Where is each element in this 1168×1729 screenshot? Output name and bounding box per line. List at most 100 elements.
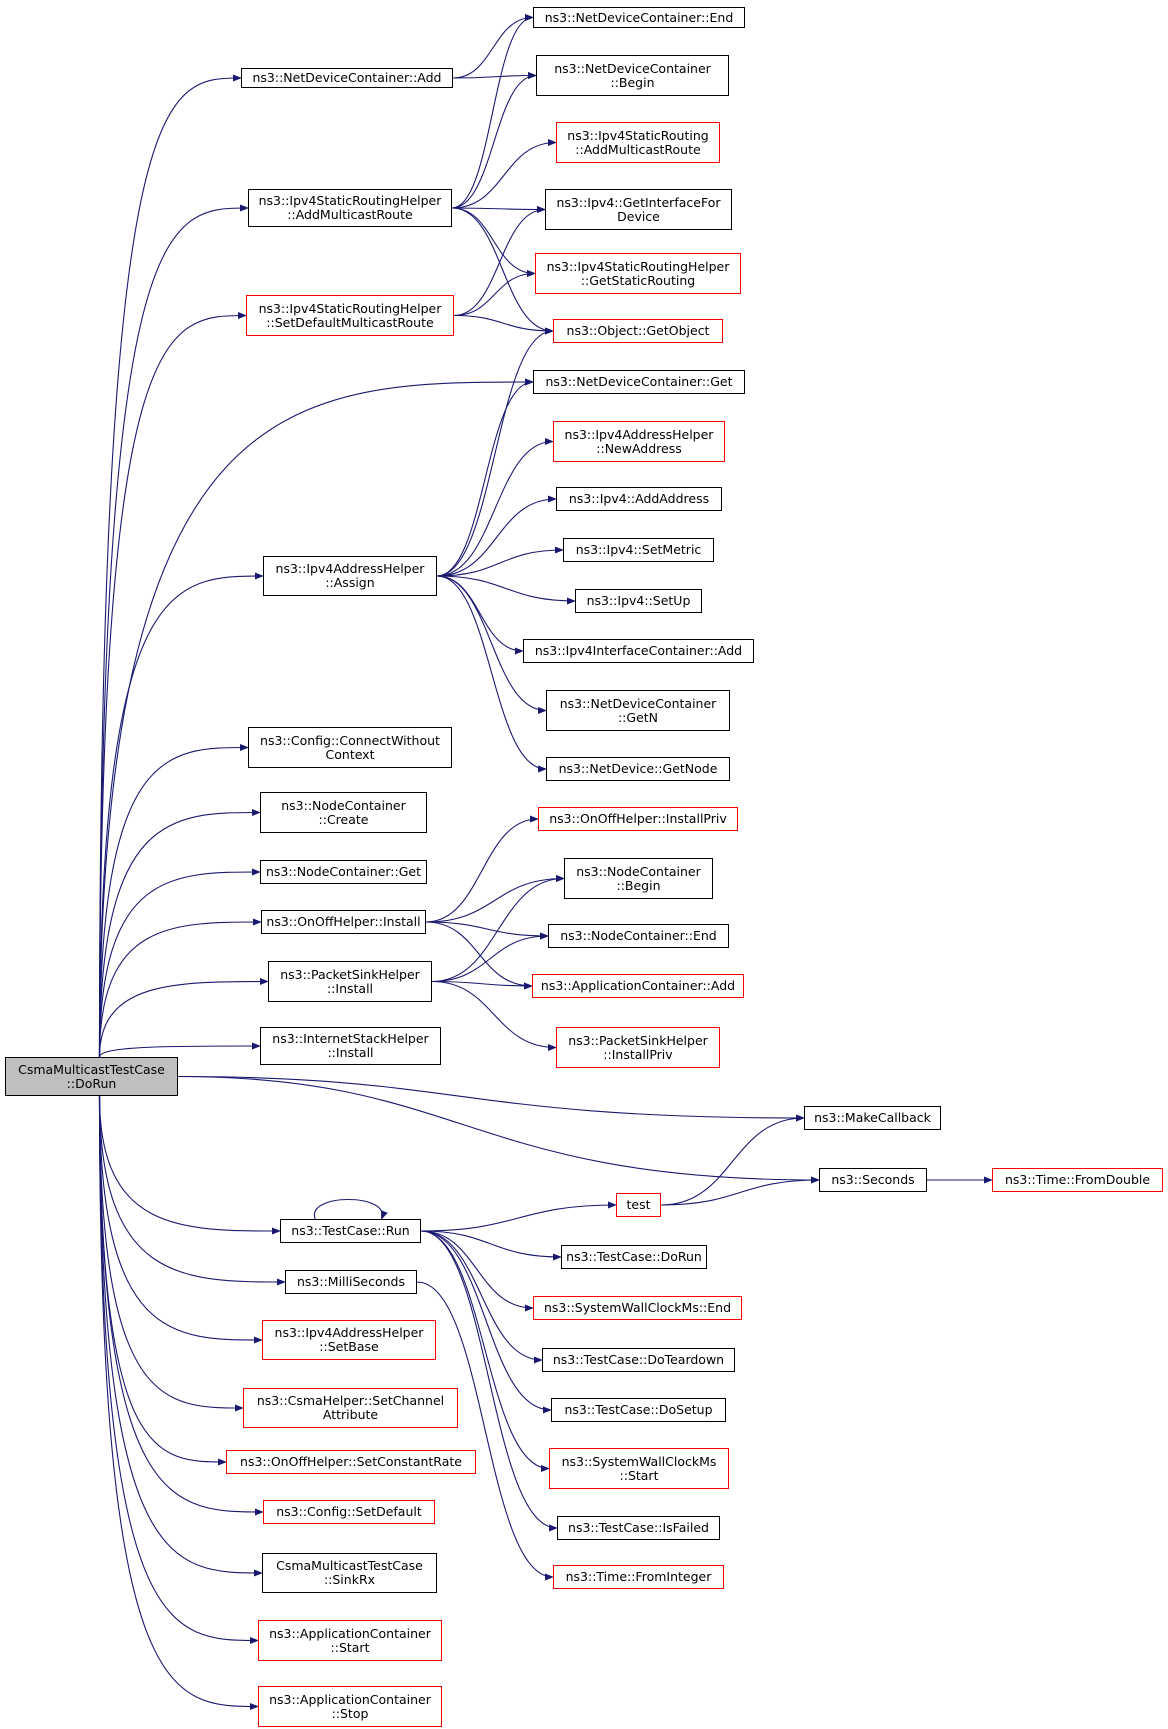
- node-label-line: ns3::Ipv4::GetInterfaceFor: [556, 194, 721, 210]
- node-label-line: ns3::NetDeviceContainer: [554, 60, 711, 76]
- node-label-line: ns3::ApplicationContainer: [269, 1691, 431, 1707]
- node-isrh-sdmr[interactable]: ns3::Ipv4StaticRoutingHelper::SetDefault…: [246, 295, 454, 336]
- node-label-line: Attribute: [322, 1407, 379, 1422]
- node-ndc-end[interactable]: ns3::NetDeviceContainer::End: [533, 7, 745, 28]
- node-label-line: ns3::TestCase::Run: [291, 1223, 410, 1238]
- node-label-line: ns3::Ipv4AddressHelper: [274, 1325, 424, 1340]
- node-isrh-gsr[interactable]: ns3::Ipv4StaticRoutingHelper::GetStaticR…: [535, 253, 741, 294]
- node-isrh-amr[interactable]: ns3::Ipv4StaticRoutingHelper::AddMultica…: [248, 189, 452, 227]
- node-ndc-add[interactable]: ns3::NetDeviceContainer::Add: [241, 68, 453, 88]
- node-tc-dorun[interactable]: ns3::TestCase::DoRun: [561, 1245, 707, 1269]
- node-label-line: ns3::OnOffHelper::SetConstantRate: [240, 1454, 462, 1469]
- node-iah-assign[interactable]: ns3::Ipv4AddressHelper::Assign: [263, 556, 437, 596]
- node-label-line: ns3::MakeCallback: [814, 1110, 931, 1125]
- node-nc-end[interactable]: ns3::NodeContainer::End: [548, 924, 729, 948]
- node-iah-sb[interactable]: ns3::Ipv4AddressHelper::SetBase: [262, 1320, 436, 1360]
- node-obj-go[interactable]: ns3::Object::GetObject: [553, 319, 723, 343]
- node-label-line: ns3::NodeContainer::Get: [266, 864, 421, 879]
- node-cfg-sd[interactable]: ns3::Config::SetDefault: [263, 1500, 435, 1524]
- node-ac-start[interactable]: ns3::ApplicationContainer::Start: [258, 1620, 442, 1661]
- edge-ms-to-time-fi: [416, 1281, 554, 1581]
- edge-root-to-ooh-install: [98, 918, 262, 1058]
- node-label-line: ns3::CsmaHelper::SetChannel: [256, 1393, 445, 1408]
- edge-iah-assign-to-ipv4-su: [436, 575, 576, 605]
- node-label-line: ns3::PacketSinkHelper: [568, 1032, 708, 1048]
- node-label-line: ::Create: [318, 811, 369, 827]
- node-iic-add[interactable]: ns3::Ipv4InterfaceContainer::Add: [523, 639, 754, 663]
- node-tc-run[interactable]: ns3::TestCase::Run: [280, 1219, 421, 1243]
- node-time-fi[interactable]: ns3::Time::FromInteger: [553, 1565, 724, 1589]
- node-label-line: ns3::MilliSeconds: [296, 1274, 405, 1289]
- edge-root-to-ndc-get: [98, 378, 534, 1058]
- node-swc-end[interactable]: ns3::SystemWallClockMs::End: [533, 1296, 742, 1320]
- node-label-line: ns3::ApplicationContainer::Add: [540, 978, 736, 993]
- node-ipv4-aa[interactable]: ns3::Ipv4::AddAddress: [556, 487, 722, 511]
- edge-root-to-csma-sca: [98, 1095, 244, 1412]
- node-label-line: ::SinkRx: [323, 1572, 376, 1587]
- edge-root-to-cfg-cwc: [98, 743, 249, 1058]
- edge-tc-run-to-swc-end: [420, 1230, 534, 1312]
- node-ooh-install[interactable]: ns3::OnOffHelper::Install: [261, 910, 426, 934]
- edge-root-to-cmt-sinkrx: [98, 1095, 263, 1577]
- node-root: CsmaMulticastTestCase::DoRun: [5, 1057, 178, 1096]
- node-seconds[interactable]: ns3::Seconds: [819, 1168, 927, 1192]
- node-label-line: Device: [617, 208, 660, 224]
- node-ms[interactable]: ns3::MilliSeconds: [285, 1270, 417, 1294]
- node-ooh-ip[interactable]: ns3::OnOffHelper::InstallPriv: [538, 807, 738, 831]
- node-psh-ip[interactable]: ns3::PacketSinkHelper::InstallPriv: [556, 1027, 720, 1068]
- node-label-line: test: [626, 1197, 651, 1212]
- node-tc-if[interactable]: ns3::TestCase::IsFailed: [557, 1516, 720, 1540]
- node-test[interactable]: test: [616, 1193, 661, 1217]
- node-ipv4-su[interactable]: ns3::Ipv4::SetUp: [575, 589, 702, 613]
- edge-iah-assign-to-obj-go: [436, 327, 554, 577]
- node-ndc-begin[interactable]: ns3::NetDeviceContainer::Begin: [536, 55, 729, 96]
- node-label-line: ns3::NetDeviceContainer: [559, 695, 717, 711]
- node-nc-create[interactable]: ns3::NodeContainer::Create: [260, 792, 427, 833]
- edge-ooh-install-to-ac-add: [425, 921, 533, 990]
- node-cmt-sinkrx[interactable]: CsmaMulticastTestCase::SinkRx: [262, 1553, 437, 1593]
- node-ndc-get[interactable]: ns3::NetDeviceContainer::Get: [533, 370, 745, 394]
- node-isr-amr[interactable]: ns3::Ipv4StaticRouting::AddMulticastRout…: [556, 122, 720, 163]
- node-swc-start[interactable]: ns3::SystemWallClockMs::Start: [549, 1448, 729, 1489]
- edge-ooh-install-to-nc-end: [425, 921, 549, 940]
- node-time-fd[interactable]: ns3::Time::FromDouble: [992, 1168, 1163, 1192]
- node-label-line: ::GetN: [617, 709, 659, 725]
- node-label-line: ns3::Object::GetObject: [566, 323, 710, 338]
- node-ac-stop[interactable]: ns3::ApplicationContainer::Stop: [258, 1686, 442, 1727]
- node-label-line: ns3::Ipv4StaticRoutingHelper: [546, 258, 730, 274]
- edge-isrh-sdmr-to-isrh-gsr: [453, 269, 536, 317]
- node-ipv4-sm[interactable]: ns3::Ipv4::SetMetric: [563, 538, 714, 562]
- edge-iah-assign-to-ipv4-aa: [436, 495, 557, 577]
- edge-tc-run-to-tc-dorun: [420, 1230, 562, 1261]
- edge-ooh-install-to-nc-begin: [425, 874, 565, 923]
- node-tc-td[interactable]: ns3::TestCase::DoTeardown: [542, 1348, 735, 1372]
- edge-root-to-mkcb: [177, 1075, 805, 1122]
- node-label-line: ns3::InternetStackHelper: [272, 1031, 429, 1046]
- node-ooh-scr[interactable]: ns3::OnOffHelper::SetConstantRate: [226, 1450, 476, 1474]
- node-tc-ds[interactable]: ns3::TestCase::DoSetup: [551, 1398, 726, 1422]
- node-nc-get[interactable]: ns3::NodeContainer::Get: [260, 860, 427, 884]
- edge-iah-assign-to-nd-gn: [436, 575, 547, 773]
- edge-root-to-ac-stop: [98, 1095, 259, 1711]
- edge-root-to-iah-assign: [98, 572, 264, 1058]
- edge-isrh-amr-to-ipv4-gif: [451, 205, 546, 214]
- node-label-line: ::AddMulticastRoute: [287, 207, 413, 222]
- node-ac-add[interactable]: ns3::ApplicationContainer::Add: [532, 974, 744, 998]
- edge-ndc-add-to-ndc-end: [452, 13, 534, 79]
- node-mkcb[interactable]: ns3::MakeCallback: [804, 1106, 941, 1130]
- node-label-line: ns3::Ipv4AddressHelper: [564, 426, 714, 442]
- node-ndc-getn[interactable]: ns3::NetDeviceContainer::GetN: [546, 690, 730, 731]
- node-label-line: ns3::Config::ConnectWithout: [260, 732, 440, 748]
- node-nc-begin[interactable]: ns3::NodeContainer::Begin: [564, 858, 713, 899]
- edge-root-to-ms: [98, 1095, 286, 1286]
- node-iah-na[interactable]: ns3::Ipv4AddressHelper::NewAddress: [553, 421, 725, 462]
- node-label-line: ns3::Seconds: [831, 1172, 915, 1187]
- node-nd-gn[interactable]: ns3::NetDevice::GetNode: [546, 757, 730, 781]
- node-ish-install[interactable]: ns3::InternetStackHelper::Install: [260, 1027, 441, 1065]
- node-label-line: ns3::Time::FromDouble: [1004, 1172, 1151, 1187]
- node-psh-install[interactable]: ns3::PacketSinkHelper::Install: [268, 961, 432, 1002]
